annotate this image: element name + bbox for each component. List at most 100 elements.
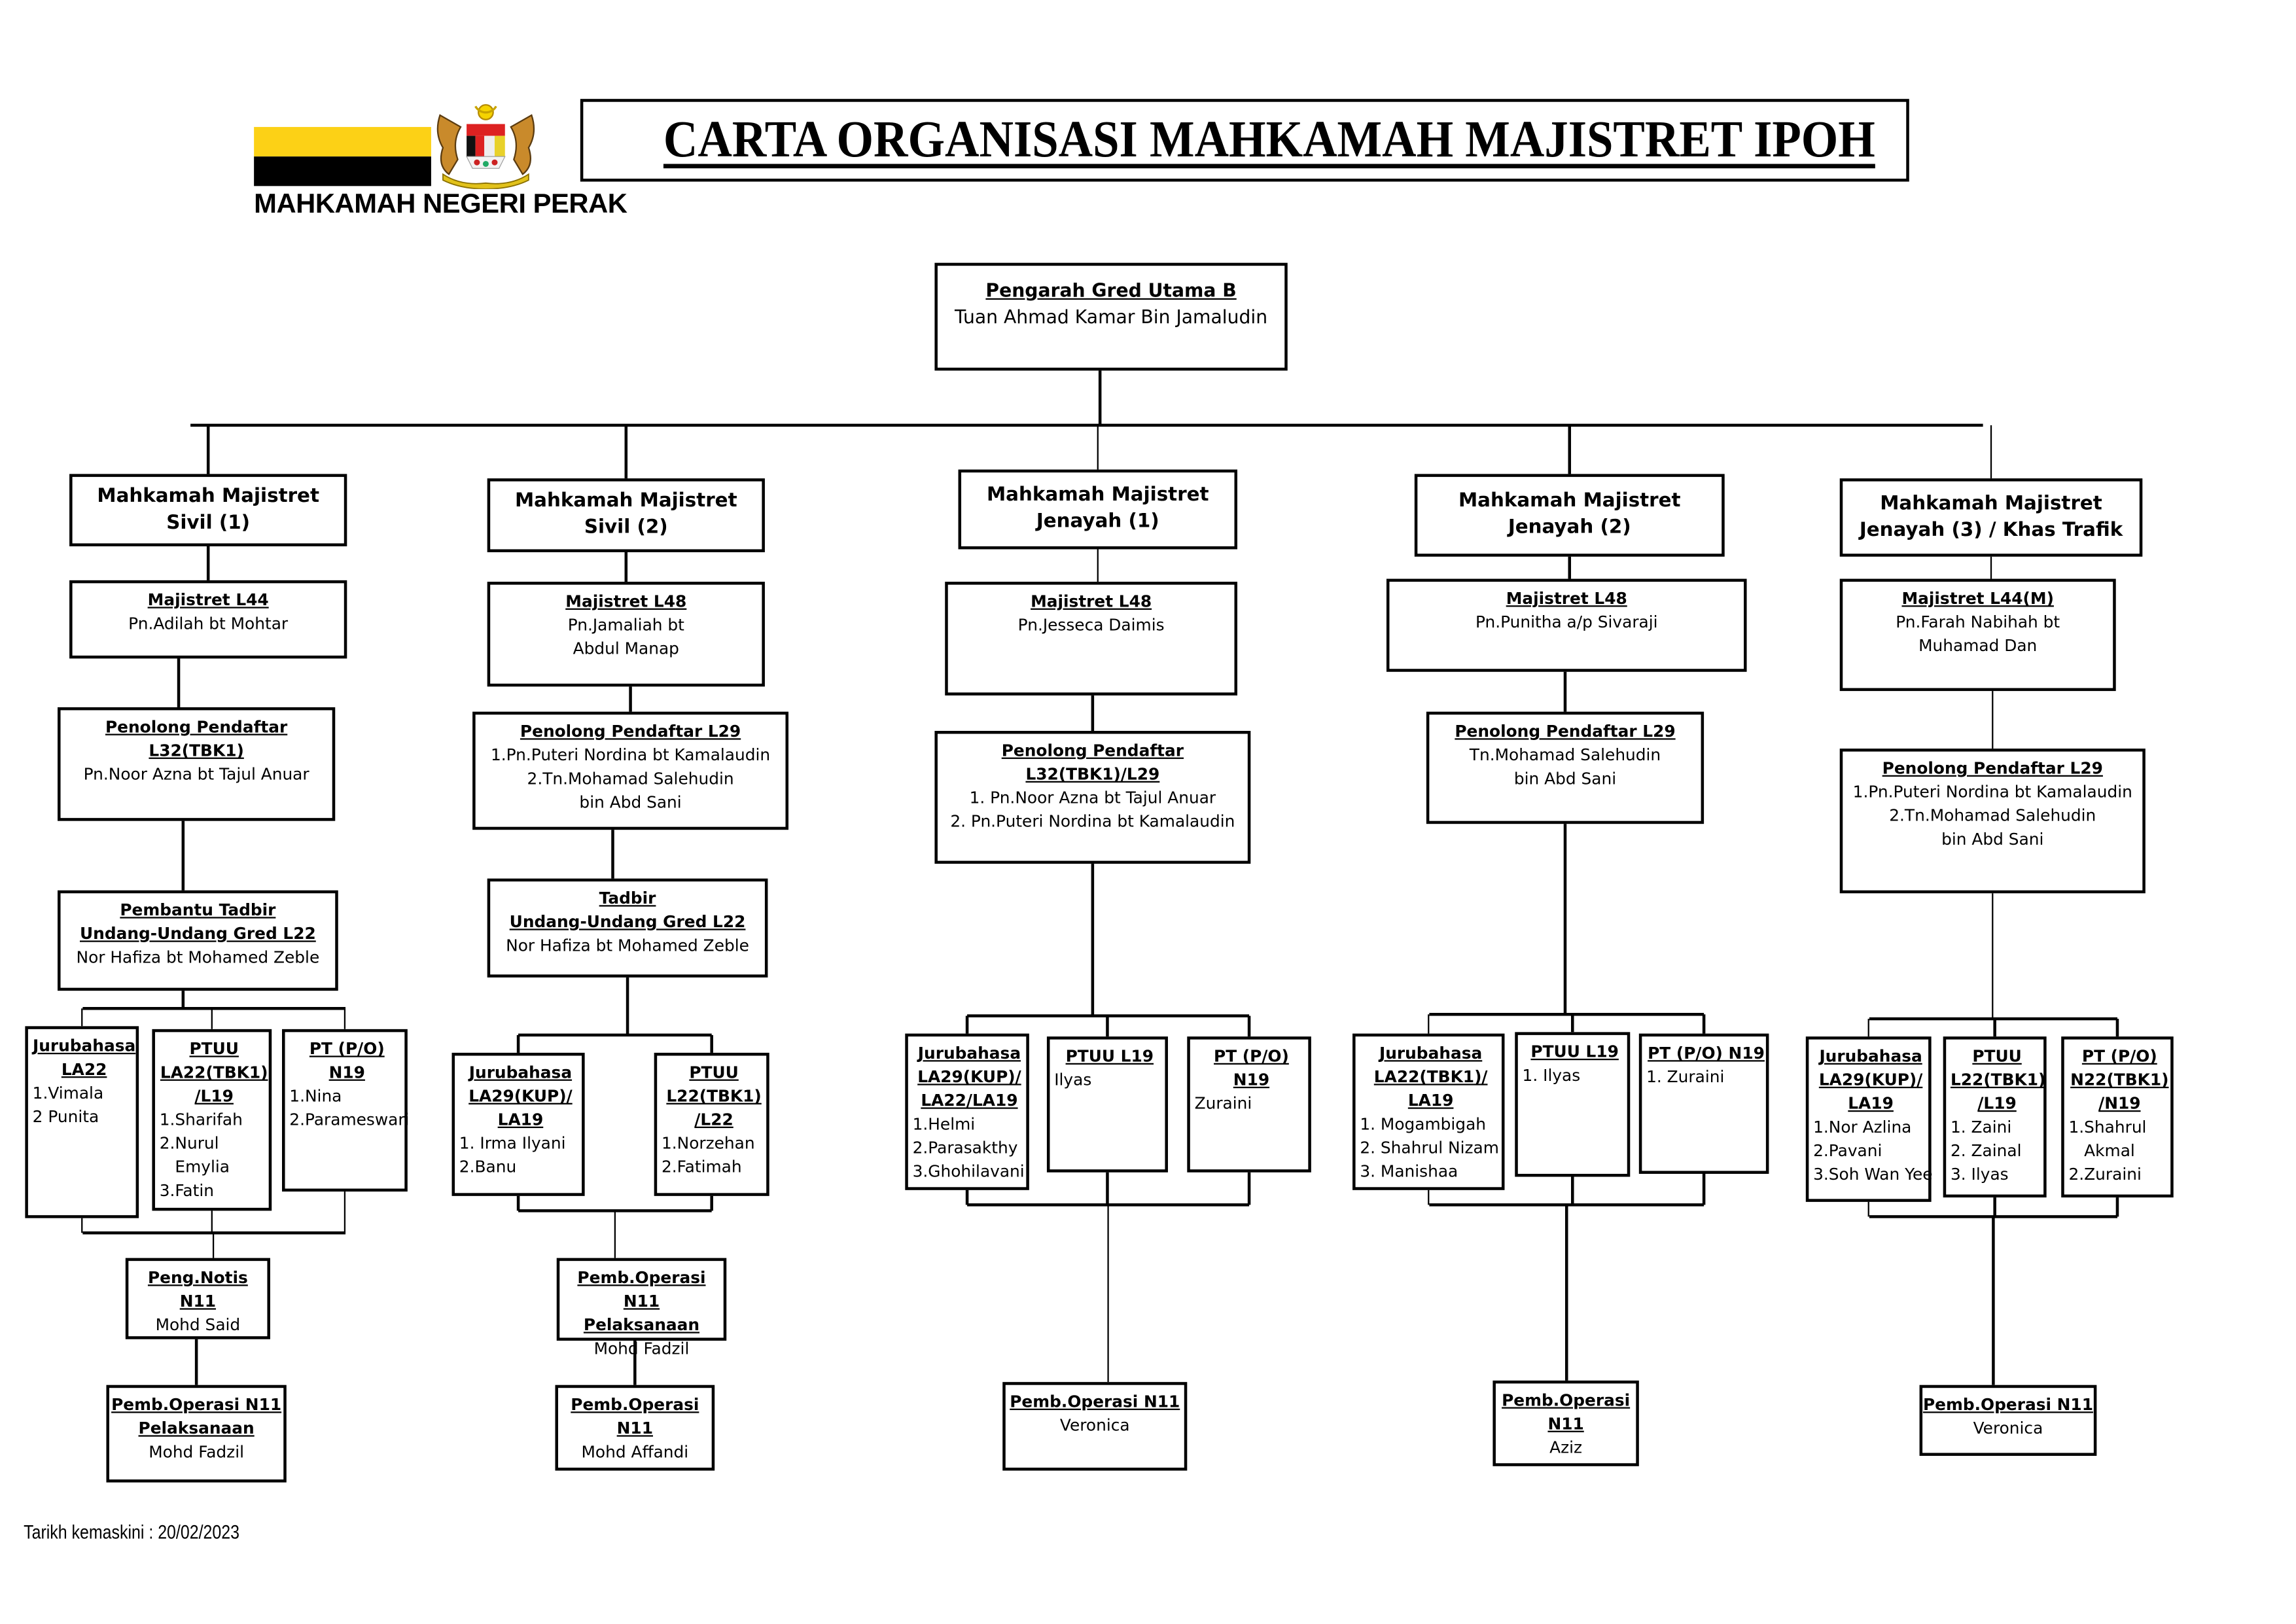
connector-line: [211, 1008, 213, 1029]
connector-line: [966, 1190, 968, 1205]
connector-line: [626, 977, 629, 1035]
admin-assistant-box-name: Nor Hafiza bt Mohamed Zeble: [76, 947, 320, 968]
court-title: Mahkamah Majistret Jenayah (2): [1458, 490, 1681, 539]
assistant-registrar-box: Penolong Pendaftar L29 1.Pn.Puteri Nordin…: [1839, 749, 2146, 894]
staff-box-role: Jurubahasa LA22: [32, 1036, 136, 1080]
title-box: CARTA ORGANISASI MAHKAMAH MAJISTRET IPOH: [580, 99, 1909, 182]
staff-box-role: PTUU L22(TBK1) /L22: [666, 1063, 762, 1130]
lower-staff-box-name: Veronica: [1973, 1419, 2043, 1438]
connector-line: [1868, 1215, 2117, 1218]
connector-line: [1091, 864, 1094, 1016]
connector-line: [1428, 1013, 1704, 1015]
court-box-jenayah1: Mahkamah Majistret Jenayah (1): [958, 469, 1238, 550]
connector-line: [1703, 1173, 1705, 1205]
magistrate-box-role: Majistret L44(M): [1901, 589, 2054, 609]
connector-line: [207, 546, 209, 580]
court-title: Mahkamah Majistret Jenayah (3) / Khas Tr…: [1859, 492, 2123, 542]
connector-line: [967, 1014, 1250, 1017]
director-role: Pengarah Gred Utama B: [985, 279, 1237, 302]
connector-line: [207, 425, 209, 474]
staff-box-names: 1.Helmi 2.Parasakthy 3.Ghohilavani: [912, 1114, 1025, 1182]
lower-staff-box-role: Peng.Notis N11: [147, 1268, 248, 1311]
staff-box-names: Ilyas: [1054, 1070, 1092, 1090]
lower-staff-box-role: Pemb.Operasi N11: [571, 1395, 699, 1438]
admin-assistant-box-name: Nor Hafiza bt Mohamed Zeble: [506, 936, 749, 956]
connector-line: [625, 552, 627, 582]
connector-line: [80, 1008, 83, 1027]
lower-staff-box-role: Pemb.Operasi N11: [1922, 1395, 2093, 1415]
connector-line: [1993, 1019, 1996, 1037]
staff-box-role: Jurubahasa LA29(KUP)/ LA19: [468, 1063, 573, 1130]
magistrate-box-name: Pn.Jesseca Daimis: [1017, 616, 1165, 635]
assistant-registrar-box-names: 1.Pn.Puteri Nordina bt Kamalaudin 2.Tn.M…: [1852, 782, 2132, 849]
assistant-registrar-box-names: 1.Pn.Puteri Nordina bt Kamalaudin 2.Tn.M…: [490, 745, 771, 813]
connector-line: [710, 1034, 713, 1053]
connector-line: [211, 1210, 213, 1233]
connector-line: [1990, 556, 1992, 579]
page-title: CARTA ORGANISASI MAHKAMAH MAJISTRET IPOH: [663, 111, 1875, 169]
staff-box-role: PTUU L19: [1065, 1046, 1154, 1067]
connector-line: [1868, 1017, 2117, 1020]
staff-box-role: PT (P/O) N19: [1648, 1044, 1765, 1063]
staff-box: PTUU L19 1. Ilyas: [1515, 1032, 1631, 1177]
connector-line: [1571, 1014, 1574, 1033]
staff-box-role: PT (P/O) N19: [1214, 1046, 1289, 1090]
staff-box-names: 1. Zaini 2. Zainal 3. Ilyas: [1950, 1118, 2022, 1184]
staff-box-names: 1. Mogambigah 2. Shahrul Nizam 3. Manish…: [1360, 1114, 1499, 1182]
lower-staff-box-name: Mohd Fadzil: [593, 1339, 690, 1359]
admin-assistant-box-role: Tadbir Undang-Undang Gred L22: [509, 889, 746, 932]
admin-assistant-box-role: Pembantu Tadbir Undang-Undang Gred L22: [79, 900, 316, 944]
staff-box-names: 1.Sharifah 2.Nurul Emylia 3.Fatin: [159, 1110, 243, 1201]
connector-line: [1568, 556, 1571, 579]
staff-box-role: Jurubahasa LA22(TBK1)/ LA19: [1373, 1044, 1488, 1110]
connector-line: [1991, 691, 1994, 749]
connector-line: [182, 991, 185, 1009]
court-box-sivil1: Mahkamah Majistret Sivil (1): [69, 474, 347, 546]
last-updated: Tarikh kemaskini : 20/02/2023: [24, 1521, 239, 1544]
connector-line: [1427, 1190, 1430, 1205]
court-box-jenayah3: Mahkamah Majistret Jenayah (3) / Khas Tr…: [1839, 478, 2143, 557]
connector-line: [1564, 671, 1566, 712]
connector-line: [1106, 1205, 1110, 1383]
connector-line: [1248, 1172, 1250, 1205]
connector-line: [177, 658, 180, 707]
magistrate-box-name: Pn.Jamaliah bt Abdul Manap: [567, 616, 684, 659]
staff-box-names: 1. Ilyas: [1522, 1066, 1581, 1086]
staff-box-role: PTUU L22(TBK1) /L19: [1950, 1046, 2046, 1114]
staff-box-role: PT (P/O) N19: [309, 1039, 385, 1083]
assistant-registrar-box-role: Penolong Pendaftar L32(TBK1): [105, 717, 288, 761]
connector-line: [1568, 425, 1571, 474]
connector-line: [517, 1034, 520, 1053]
magistrate-box-role: Majistret L44: [147, 590, 269, 610]
court-title: Mahkamah Majistret Sivil (2): [514, 490, 737, 539]
assistant-registrar-box-role: Penolong Pendaftar L29: [1882, 758, 2103, 779]
staff-box-names: 1.Nor Azlina 2.Pavani 3.Soh Wan Yee: [1813, 1118, 1933, 1184]
connector-line: [1993, 1197, 1996, 1217]
connector-line: [190, 423, 1983, 427]
connector-line: [1867, 1019, 1870, 1037]
coat-of-arms-icon: [431, 100, 540, 190]
connector-line: [611, 830, 614, 879]
magistrate-box-role: Majistret L48: [1506, 589, 1627, 609]
magistrate-box-name: Pn.Punitha a/p Sivaraji: [1475, 612, 1658, 632]
staff-box-role: PTUU LA22(TBK1) /L19: [160, 1039, 268, 1106]
connector-line: [518, 1034, 712, 1036]
magistrate-box-role: Majistret L48: [1031, 591, 1152, 612]
connector-line: [212, 1233, 215, 1258]
court-title: Mahkamah Majistret Sivil (1): [97, 485, 319, 534]
staff-box-role: PTUU L19: [1530, 1042, 1619, 1062]
lower-staff-box-name: Mohd Said: [155, 1315, 241, 1335]
connector-line: [1091, 695, 1094, 732]
court-box-jenayah2: Mahkamah Majistret Jenayah (2): [1414, 474, 1725, 557]
